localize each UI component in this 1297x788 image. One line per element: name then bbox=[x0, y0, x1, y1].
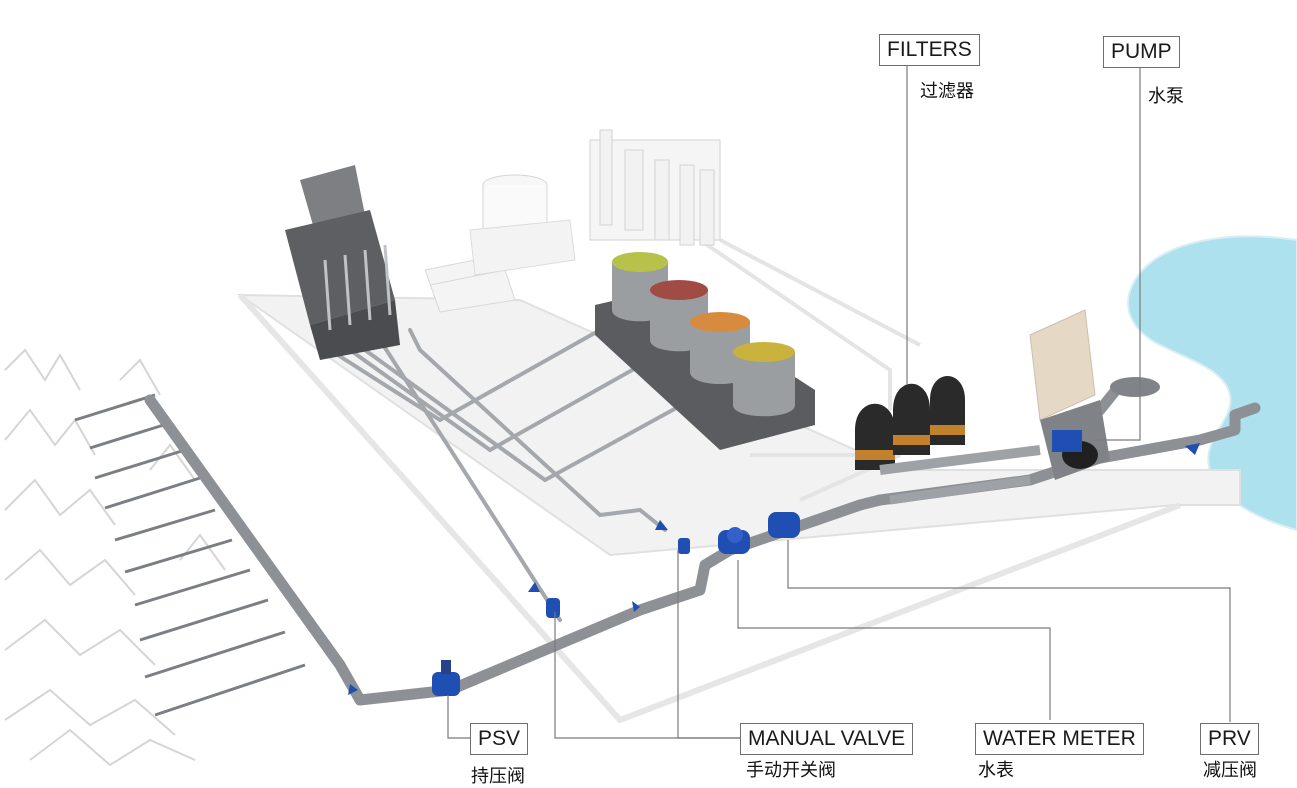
mixing-tank bbox=[469, 174, 576, 276]
drip-lines bbox=[74, 393, 306, 717]
filters-label-cn: 过滤器 bbox=[920, 81, 974, 102]
sand-filter-rack bbox=[589, 129, 721, 246]
pump-station bbox=[1029, 309, 1160, 480]
filters-label: FILTERS bbox=[879, 34, 980, 66]
psv-label-cn: 持压阀 bbox=[471, 766, 525, 787]
prv-label-cn: 减压阀 bbox=[1203, 760, 1257, 781]
water-meter-label-cn: 水表 bbox=[978, 760, 1014, 781]
flow-arrows bbox=[348, 443, 1200, 695]
distribution-pipes bbox=[328, 328, 702, 622]
manual-valve-body bbox=[546, 538, 690, 618]
water-meter-label: WATER METER bbox=[975, 723, 1144, 755]
psv-label: PSV bbox=[470, 723, 529, 755]
prv-label: PRV bbox=[1200, 723, 1259, 755]
pump-label: PUMP bbox=[1103, 36, 1180, 68]
disc-filters bbox=[855, 376, 1041, 505]
nutrient-tanks bbox=[612, 252, 795, 417]
crop-field bbox=[4, 348, 226, 767]
water-meter-body bbox=[718, 527, 750, 554]
ground-platform-edge bbox=[237, 293, 1182, 724]
manual-valve-label: MANUAL VALVE bbox=[740, 723, 914, 755]
fertigation-controller bbox=[285, 165, 400, 360]
prv-valve bbox=[768, 512, 800, 538]
water-reservoir bbox=[1127, 235, 1297, 532]
psv-valve bbox=[432, 660, 460, 696]
pump-label-cn: 水泵 bbox=[1148, 86, 1184, 107]
leader-lines bbox=[447, 65, 1231, 739]
manual-valve-label-cn: 手动开关阀 bbox=[746, 760, 836, 781]
